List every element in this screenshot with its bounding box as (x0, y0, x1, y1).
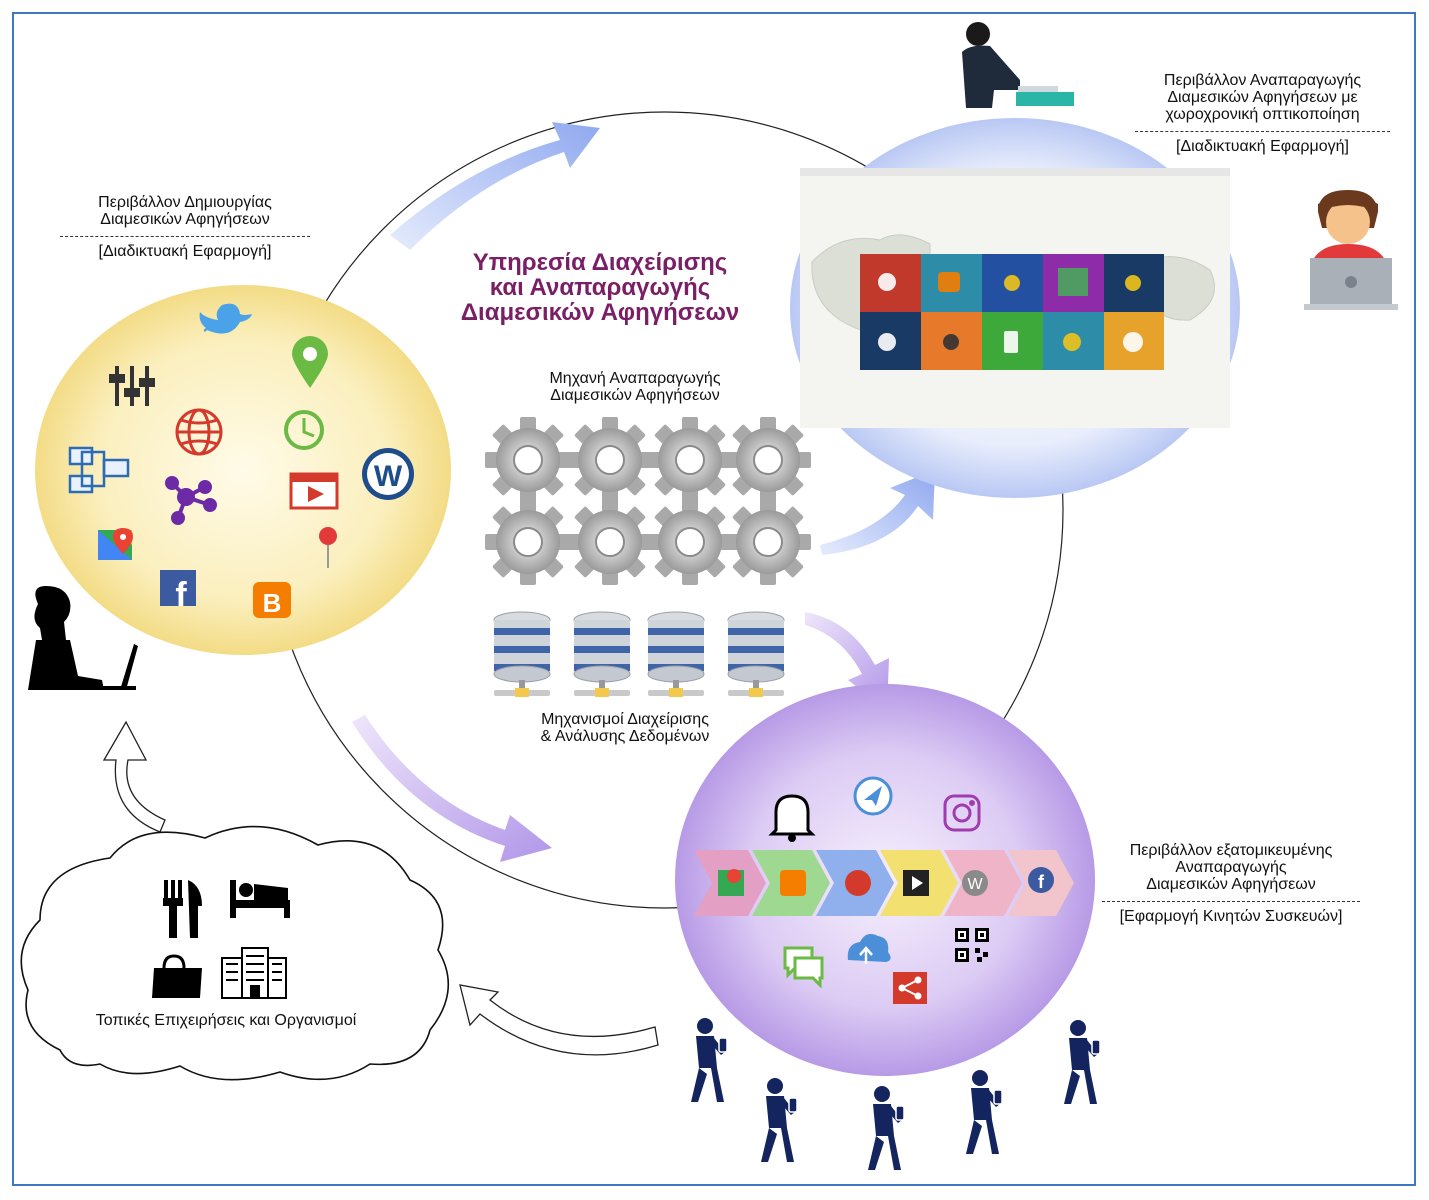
data-mechanisms-label-2: & Ανάλυσης Δεδομένων (540, 728, 710, 745)
playback-env-title-1: Περιβάλλον Αναπαραγωγής (1163, 72, 1362, 89)
outline-arrow-to-cloud (459, 984, 659, 1056)
share-icon (893, 972, 927, 1004)
svg-text:W: W (967, 876, 983, 893)
instagram-icon (943, 794, 981, 832)
svg-text:f: f (1038, 872, 1045, 892)
navigation-icon (853, 776, 893, 816)
chevron-strip: W f (694, 850, 1074, 916)
facebook-icon: f (160, 570, 196, 614)
bell-icon (768, 794, 816, 842)
globe-icon (175, 408, 223, 456)
dashed-divider (60, 236, 310, 237)
service-title-1: Υπηρεσία Διαχείρισης (472, 249, 728, 276)
database-cluster (493, 611, 785, 698)
video-icon (289, 472, 339, 510)
engine-label-1: Μηχανή Αναπαραγωγής (549, 370, 721, 387)
qr-code-icon (955, 928, 989, 962)
hotel-bed-icon (230, 880, 290, 918)
blogger-icon: B (253, 582, 291, 618)
svg-text:f: f (175, 576, 187, 614)
network-icon (165, 476, 217, 525)
mobile-env-title-3: Διαμεσικών Αφηγήσεων (1146, 876, 1316, 893)
data-mechanisms-label-1: Μηχανισμοί Διαχείρισης (541, 711, 709, 728)
playback-env-title-3: χωροχρονική οπτικοποίηση (1165, 106, 1360, 123)
pushpin-icon (319, 527, 337, 568)
cloud-upload-icon (847, 934, 891, 964)
engine-label: Μηχανή Αναπαραγωγής Διαμεσικών Αφηγήσεων (520, 370, 750, 404)
man-desk-icon (962, 22, 1074, 108)
mixer-sliders-icon (109, 366, 155, 406)
diagram-frame (12, 12, 1416, 1186)
google-maps-icon (98, 528, 133, 560)
engine-label-2: Διαμεσικών Αφηγήσεων (550, 387, 720, 404)
mobile-env-label: Περιβάλλον εξατομικευμένης Αναπαραγωγής … (1102, 842, 1360, 925)
mobile-env-type: [Εφαρμογή Κινητών Συσκευών] (1119, 908, 1343, 925)
creation-circle (35, 285, 451, 655)
building-icon (221, 947, 287, 999)
mobile-env-title-1: Περιβάλλον εξατομικευμένης (1129, 842, 1333, 859)
puzzle-grid (860, 254, 1164, 370)
dashed-divider (1102, 901, 1360, 902)
svg-text:W: W (374, 460, 403, 493)
chat-icon (783, 946, 824, 989)
creation-env-title-2: Διαμεσικών Αφηγήσεων (100, 211, 270, 228)
dashed-divider (1135, 131, 1390, 132)
svg-text:B: B (263, 588, 282, 618)
outline-arrow-up (102, 720, 166, 833)
gear-cluster (484, 416, 812, 586)
twitter-icon (199, 303, 252, 334)
shopping-bag-icon (152, 954, 202, 998)
restaurant-icon (163, 880, 202, 938)
playback-env-type: [Διαδικτυακή Εφαρμογή] (1176, 138, 1349, 155)
clock-icon (284, 410, 324, 450)
service-title-3: Διαμεσικών Αφηγήσεων (460, 299, 740, 326)
flow-arrow-top (390, 122, 600, 250)
creation-env-label: Περιβάλλον Δημιουργίας Διαμεσικών Αφηγήσ… (60, 194, 310, 260)
local-business-cloud (20, 825, 450, 1081)
service-title-2: και Αναπαραγωγής (489, 274, 711, 301)
person-laptop-icon (1304, 190, 1398, 310)
creation-env-type: [Διαδικτυακή Εφαρμογή] (98, 243, 272, 260)
map-pin-icon (292, 336, 328, 388)
local-business-label: Τοπικές Επιχειρήσεις και Οργανισμοί (95, 1012, 357, 1029)
wordpress-icon: W (362, 448, 414, 500)
service-title: Υπηρεσία Διαχείρισης και Αναπαραγωγής Δι… (430, 250, 770, 325)
flow-arrow-left (352, 715, 552, 862)
playback-env-label: Περιβάλλον Αναπαραγωγής Διαμεσικών Αφηγή… (1135, 72, 1390, 155)
creation-env-title-1: Περιβάλλον Δημιουργίας (98, 194, 272, 211)
woman-laptop-icon (28, 586, 138, 690)
diagram-icon (68, 446, 130, 494)
flow-arrow-right (820, 470, 935, 555)
data-mechanisms-label: Μηχανισμοί Διαχείρισης & Ανάλυσης Δεδομέ… (510, 711, 740, 745)
mobile-env-title-2: Αναπαραγωγής (1175, 859, 1287, 876)
playback-env-title-2: Διαμεσικών Αφηγήσεων με (1167, 89, 1358, 106)
